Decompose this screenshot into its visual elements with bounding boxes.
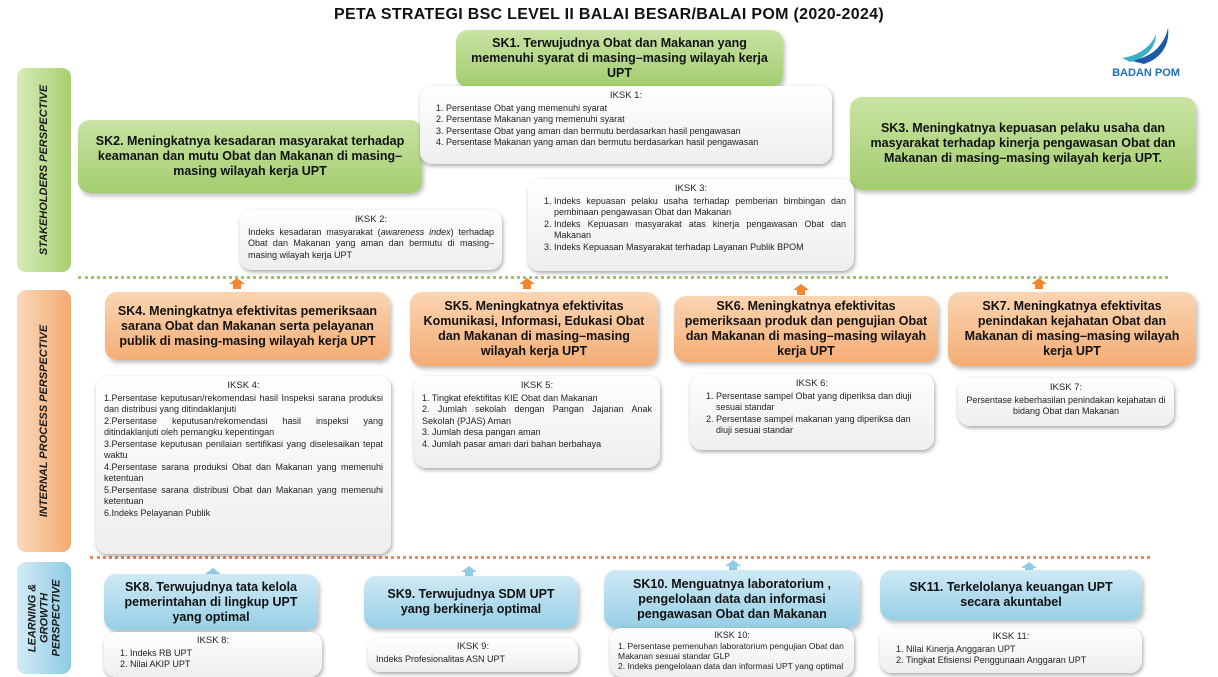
sk8-box: SK8. Terwujudnya tata kelola pemerintaha… <box>104 574 318 630</box>
page-title: PETA STRATEGI BSC LEVEL II BALAI BESAR/B… <box>334 6 884 23</box>
iksk1-box: IKSK 1: Persentase Obat yang memenuhi sy… <box>420 86 832 164</box>
iksk4-item: 6.Indeks Pelayanan Publik <box>104 507 211 518</box>
iksk1-item: Persentase Makanan yang memenuhi syarat <box>446 114 824 126</box>
iksk2-box: IKSK 2: Indeks kesadaran masyarakat (awa… <box>240 210 502 270</box>
iksk4-item: 1.Persentase keputusan/rekomendasi hasil… <box>104 392 383 415</box>
iksk5-item: 2. Jumlah sekolah dengan Pangan Jajanan … <box>422 404 652 426</box>
stakeholders-perspective-bar: STAKEHOLDERS PERSPECTIVE <box>17 68 71 272</box>
iksk3-item: Indeks Kepuasan Masyarakat terhadap Laya… <box>554 242 846 254</box>
sk4-box: SK4. Meningkatnya efektivitas pemeriksaa… <box>105 292 390 360</box>
learning-growth-perspective-bar: LEARNING & GROWTH PERSPECTIVE <box>17 562 71 674</box>
iksk2-text-post: ) terhadap Obat dan Makanan yang aman da… <box>248 226 495 260</box>
sk6-box: SK6. Meningkatnya efektivitas pemeriksaa… <box>674 296 938 362</box>
iksk10-item: 2. Indeks pengelolaan data dan informasi… <box>618 661 844 671</box>
iksk4-box: IKSK 4: 1.Persentase keputusan/rekomenda… <box>96 376 391 554</box>
iksk2-title: IKSK 2: <box>354 214 388 225</box>
iksk11-item: Tingkat Efisiensi Penggunaan Anggaran UP… <box>906 655 1134 667</box>
sk11-box: SK11. Terkelolanya keuangan UPT secara a… <box>880 570 1142 620</box>
up-arrow-icon <box>1031 278 1047 290</box>
iksk5-item: 4. Jumlah pasar aman dari bahan berbahay… <box>422 438 602 449</box>
iksk1-item: Persentase Obat yang aman dan bermutu be… <box>446 126 824 138</box>
sk1-box: SK1. Terwujudnya Obat dan Makanan yang m… <box>456 30 783 87</box>
iksk1-item: Persentase Obat yang memenuhi syarat <box>446 103 824 115</box>
iksk7-title: IKSK 7: <box>1049 382 1083 393</box>
logo-text: BADAN POM <box>1112 67 1180 79</box>
iksk9-title: IKSK 9: <box>456 641 490 652</box>
iksk8-item: Indeks RB UPT <box>130 648 314 660</box>
iksk8-item: Nilai AKIP UPT <box>130 659 314 671</box>
iksk4-item: 2.Persentase keputusan/rekomendasi hasil… <box>104 415 383 438</box>
iksk7-text: Persentase keberhasilan penindakan kejah… <box>966 394 1166 417</box>
iksk4-title: IKSK 4: <box>227 380 260 391</box>
iksk1-title: IKSK 1: <box>609 90 643 101</box>
internal-divider-line <box>90 556 1150 559</box>
iksk9-box: IKSK 9: Indeks Profesionalitas ASN UPT <box>368 638 578 672</box>
sk9-box: SK9. Terwujudnya SDM UPT yang berkinerja… <box>364 576 578 628</box>
iksk6-item: Persentase sampel Obat yang diperiksa da… <box>716 391 926 414</box>
iksk10-item: 1. Persentase pemenuhan laboratorium pen… <box>618 641 844 661</box>
up-arrow-icon <box>725 560 741 572</box>
iksk6-box: IKSK 6: Persentase sampel Obat yang dipe… <box>690 374 934 450</box>
iksk3-title: IKSK 3: <box>674 183 708 194</box>
up-arrow-icon <box>461 566 477 578</box>
internal-process-perspective-label: INTERNAL PROCESS PERSPECTIVE <box>38 324 50 518</box>
iksk4-item: 3.Persentase keputusan penilaian sertifi… <box>104 438 383 461</box>
iksk6-item: Persentase sampel makanan yang diperiksa… <box>716 414 926 437</box>
iksk11-box: IKSK 11: Nilai Kinerja Anggaran UPT Ting… <box>880 628 1142 673</box>
iksk4-item: 5.Persentase sarana distribusi Obat dan … <box>104 484 383 507</box>
internal-process-perspective-bar: INTERNAL PROCESS PERSPECTIVE <box>17 290 71 552</box>
sk10-box: SK10. Menguatnya laboratorium , pengelol… <box>604 570 860 628</box>
logo: BADAN POM <box>1098 24 1194 80</box>
stakeholders-perspective-label: STAKEHOLDERS PERSPECTIVE <box>38 84 51 256</box>
iksk3-box: IKSK 3: Indeks kepuasan pelaku usaha ter… <box>528 179 854 271</box>
sk7-box: SK7. Meningkatnya efektivitas penindakan… <box>948 292 1196 366</box>
iksk8-box: IKSK 8: Indeks RB UPT Nilai AKIP UPT <box>104 632 322 677</box>
sk3-box: SK3. Meningkatnya kepuasan pelaku usaha … <box>850 97 1196 190</box>
iksk6-title: IKSK 6: <box>795 378 829 389</box>
up-arrow-icon <box>519 278 535 290</box>
iksk7-box: IKSK 7: Persentase keberhasilan penindak… <box>958 378 1174 426</box>
up-arrow-icon <box>793 284 809 296</box>
iksk11-item: Nilai Kinerja Anggaran UPT <box>906 644 1134 656</box>
iksk4-item: 4.Persentase sarana produksi Obat dan Ma… <box>104 461 383 484</box>
iksk1-item: Persentase Makanan yang aman dan bermutu… <box>446 137 824 149</box>
logo-swoosh-icon <box>1122 28 1169 64</box>
sk2-box: SK2. Meningkatnya kesadaran masyarakat t… <box>78 120 422 193</box>
stakeholder-divider-line <box>78 276 1168 279</box>
iksk11-title: IKSK 11: <box>992 631 1030 642</box>
iksk9-text: Indeks Profesionalitas ASN UPT <box>376 653 506 664</box>
learning-growth-perspective-label: LEARNING & GROWTH PERSPECTIVE <box>26 579 63 657</box>
iksk5-box: IKSK 5: 1. Tingkat efektifitas KIE Obat … <box>414 376 660 468</box>
iksk8-title: IKSK 8: <box>196 635 230 646</box>
sk5-box: SK5. Meningkatnya efektivitas Komunikasi… <box>410 292 658 366</box>
up-arrow-icon <box>229 278 245 290</box>
iksk5-title: IKSK 5: <box>520 380 554 391</box>
iksk5-item: 1. Tingkat efektifitas KIE Obat dan Maka… <box>422 392 598 403</box>
iksk5-item: 3. Jumlah desa pangan aman <box>422 427 541 437</box>
iksk10-box: IKSK 10: 1. Persentase pemenuhan laborat… <box>610 628 854 677</box>
iksk3-item: Indeks Kepuasan masyarakat atas kinerja … <box>554 219 846 242</box>
iksk3-item: Indeks kepuasan pelaku usaha terhadap pe… <box>554 196 846 219</box>
iksk2-text-pre: Indeks kesadaran masyarakat ( <box>248 226 381 237</box>
iksk10-title: IKSK 10: <box>714 630 750 640</box>
iksk2-text-em: awareness index <box>380 226 451 237</box>
